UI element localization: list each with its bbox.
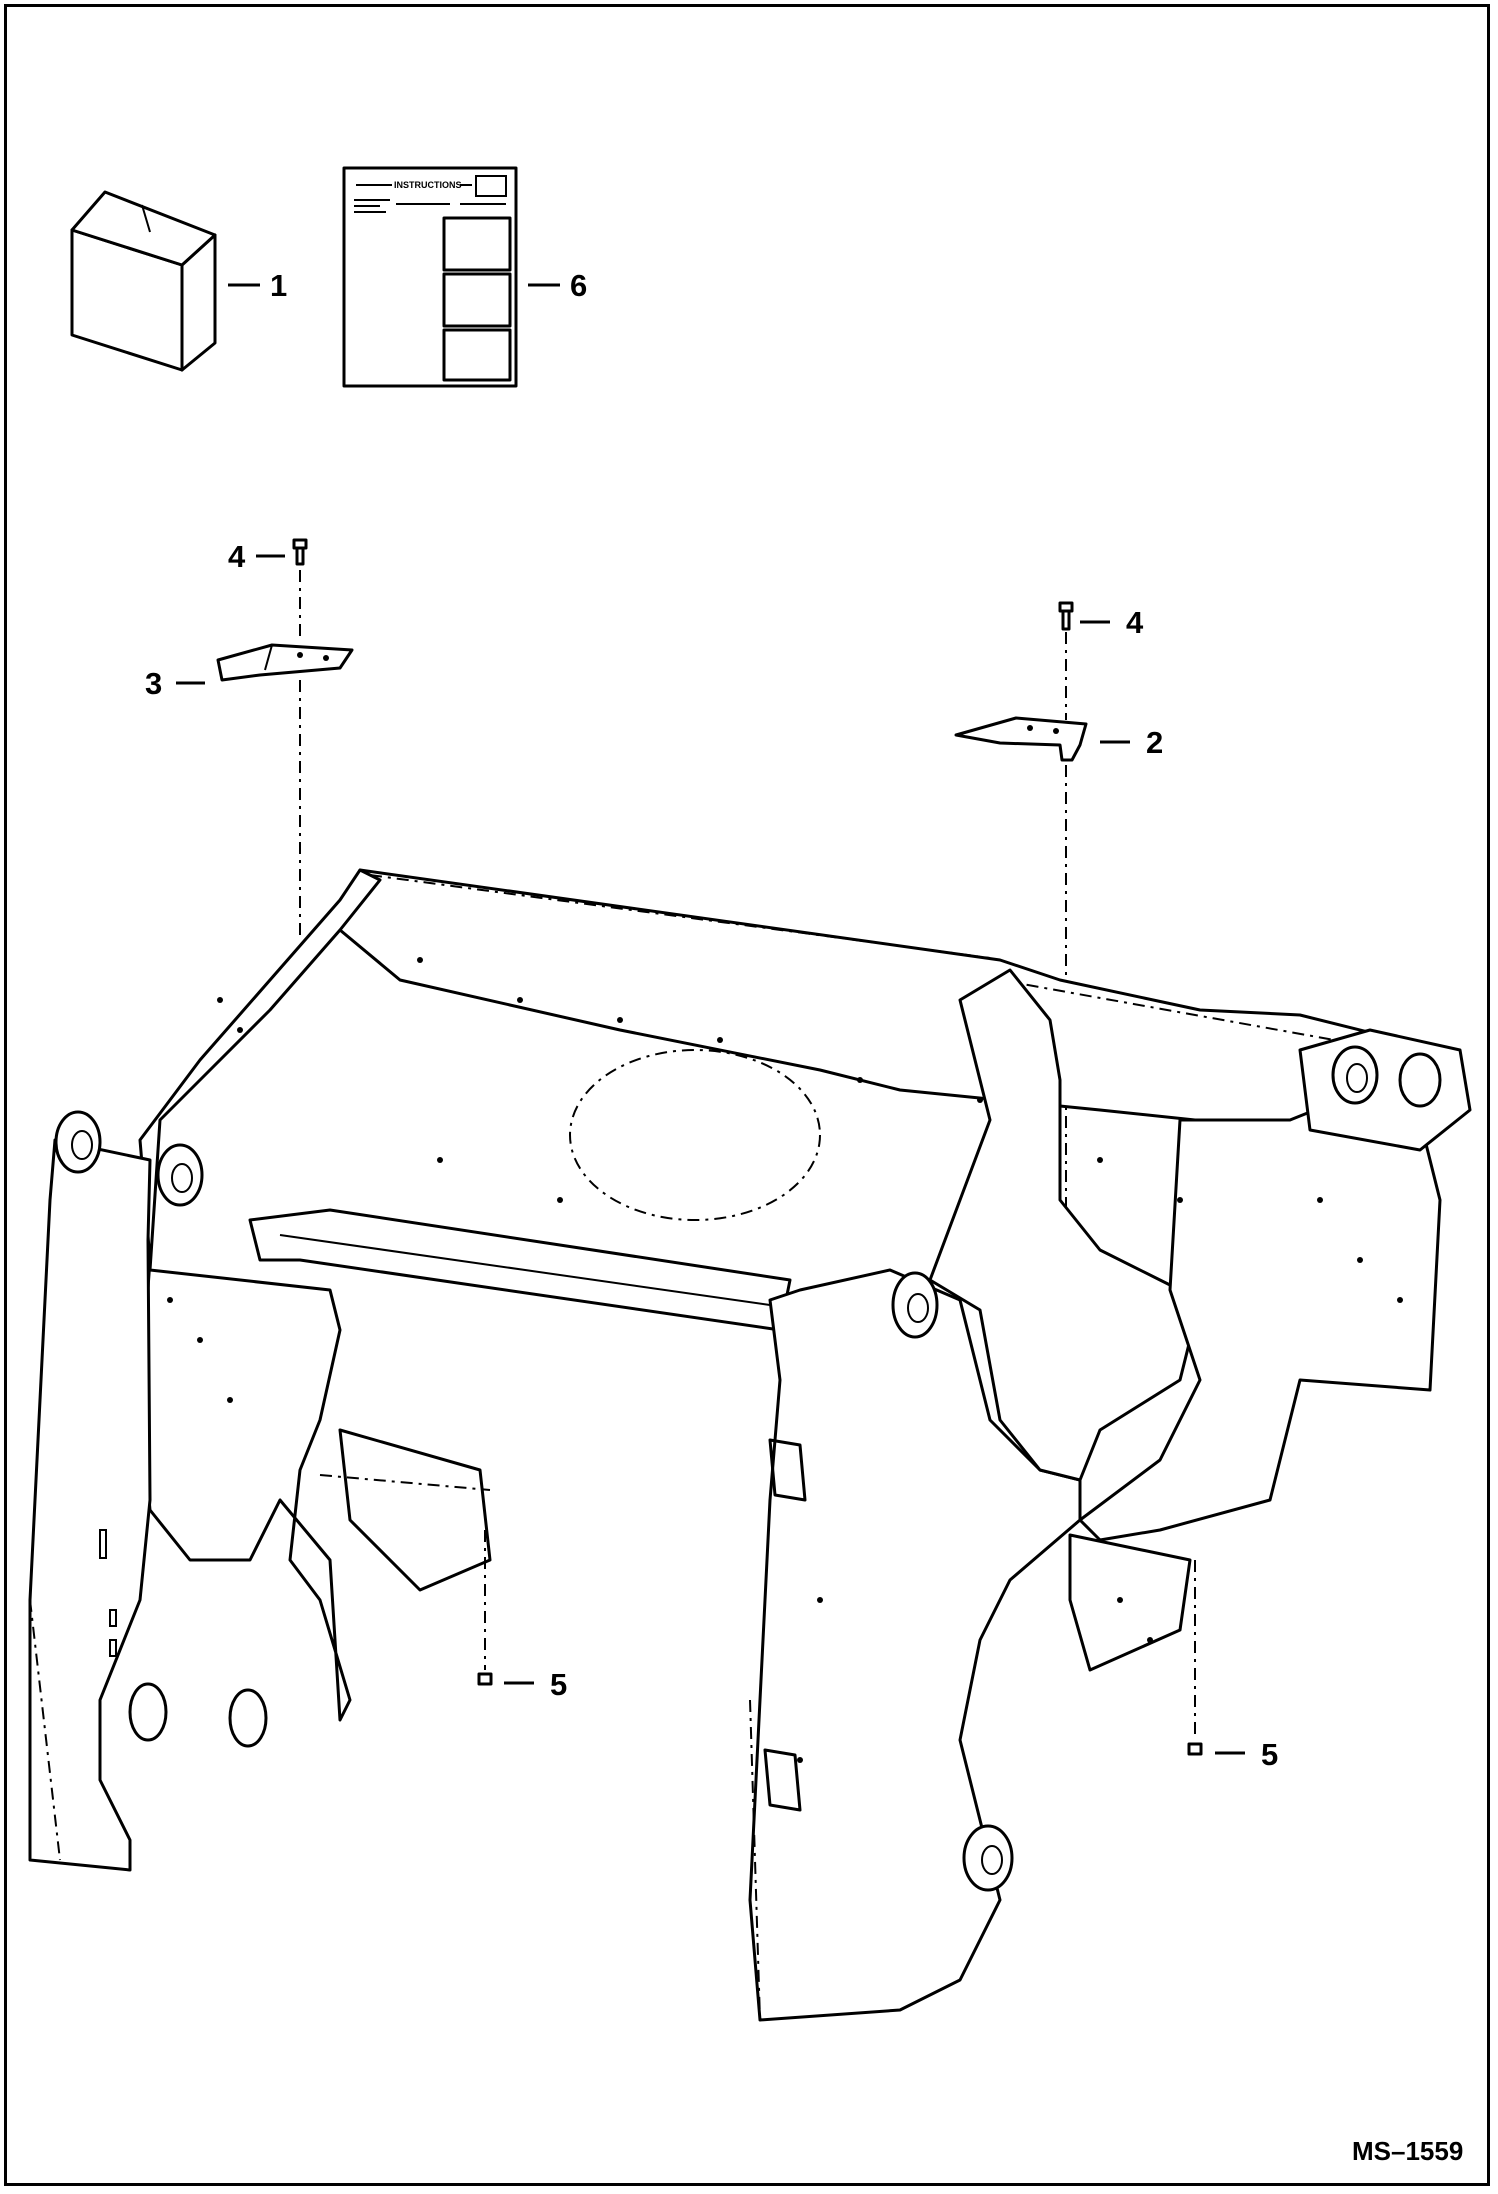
callout-2: 2 bbox=[1146, 725, 1163, 760]
callout-4-left: 4 bbox=[228, 539, 246, 574]
callout-5-left: 5 bbox=[550, 1667, 567, 1702]
callout-5-right: 5 bbox=[1261, 1737, 1278, 1772]
callout-1: 1 bbox=[270, 268, 287, 303]
callout-4-right: 4 bbox=[1126, 605, 1144, 640]
callout-6: 6 bbox=[570, 268, 587, 303]
part-3-bracket bbox=[216, 643, 354, 682]
part-5-nut-right bbox=[1187, 1742, 1203, 1756]
instructions-sheet-title: INSTRUCTIONS bbox=[394, 180, 462, 190]
drawing-code: MS–1559 bbox=[1352, 2136, 1463, 2166]
part-2-bracket bbox=[954, 716, 1088, 762]
callout-3: 3 bbox=[145, 666, 162, 701]
part-6-instructions-sheet: INSTRUCTIONS bbox=[342, 166, 518, 388]
part-4-bolt-left bbox=[292, 538, 308, 566]
part-5-nut-left bbox=[477, 1672, 493, 1686]
part-1-kit-box bbox=[70, 190, 217, 372]
part-4-bolt-right bbox=[1058, 601, 1074, 631]
loader-frame-assembly bbox=[28, 868, 1472, 2022]
